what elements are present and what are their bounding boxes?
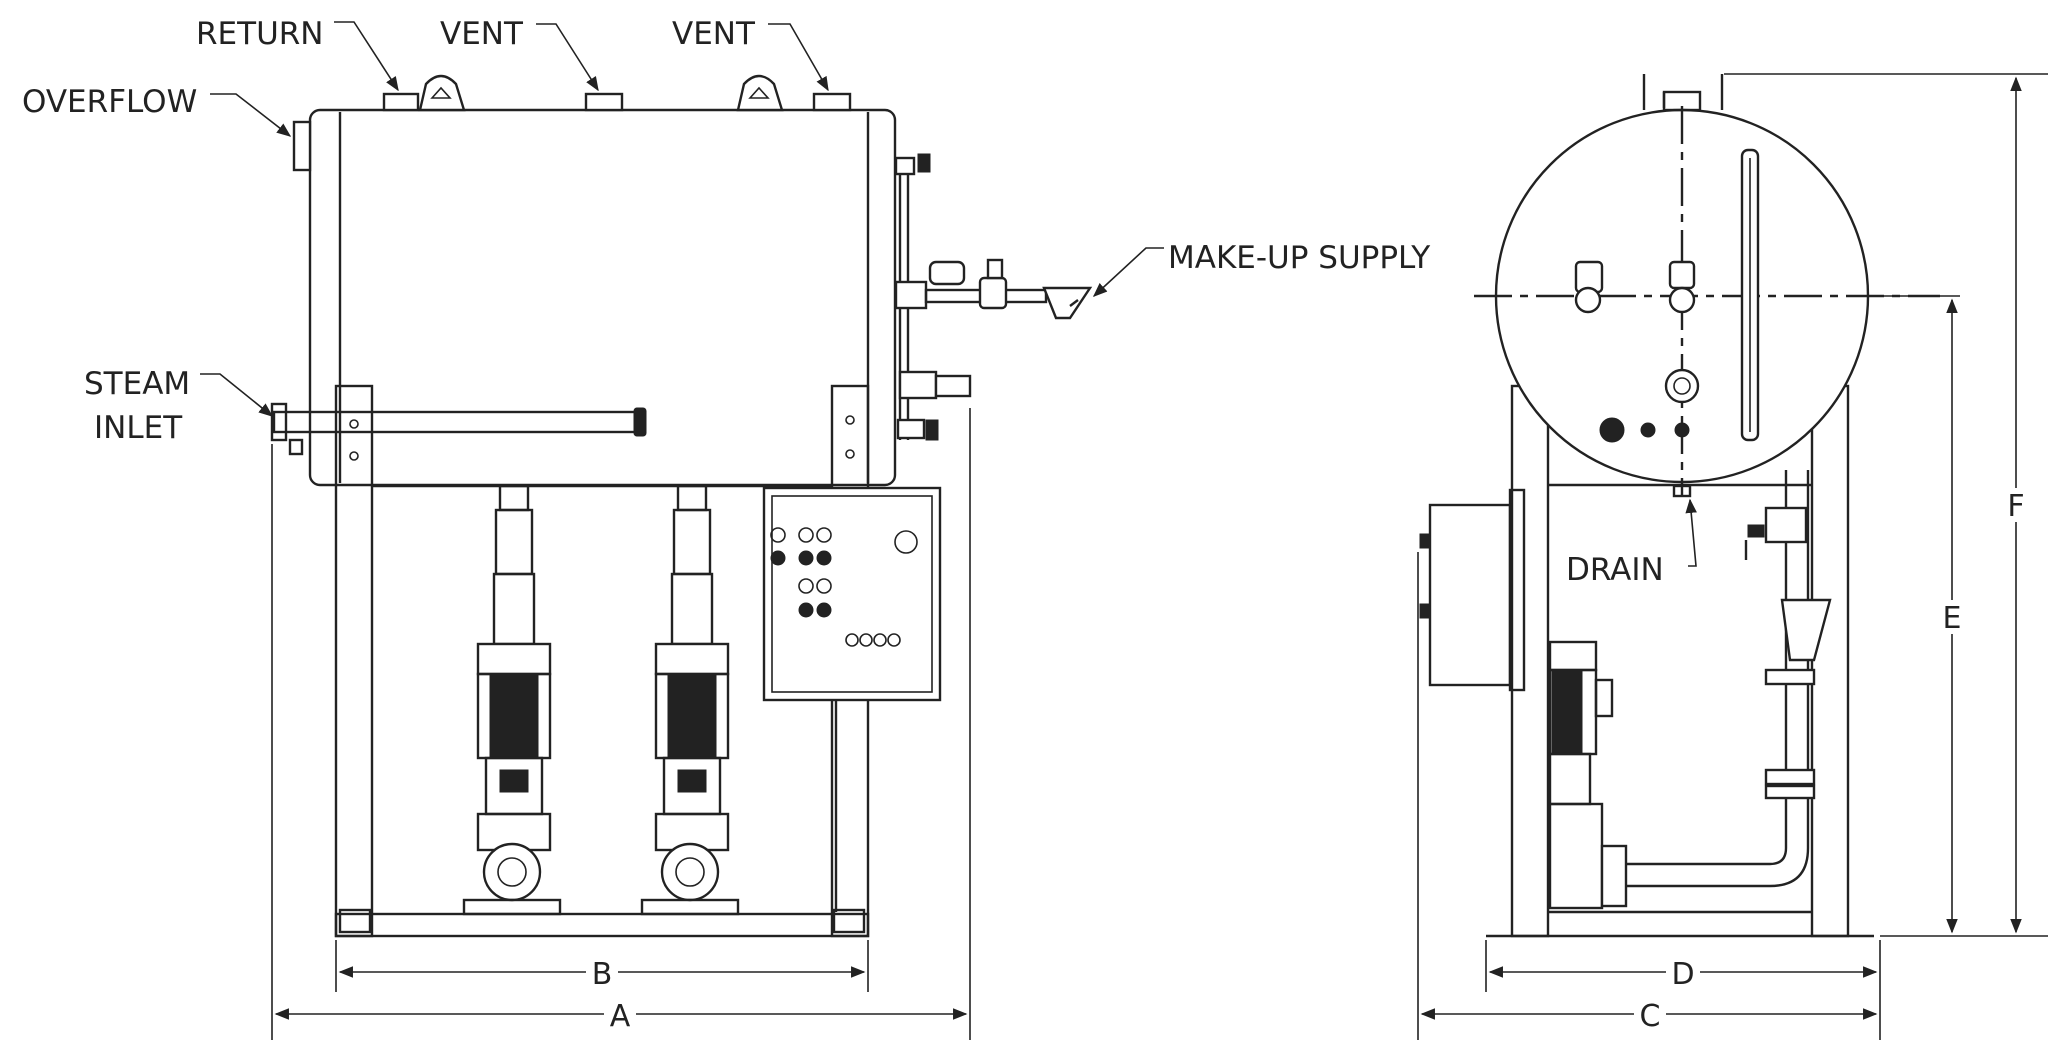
- dimension-b-label: B: [592, 957, 613, 992]
- steam-inlet-label-2: INLET: [94, 410, 183, 446]
- vent-nozzle-1: [584, 92, 624, 112]
- dimension-d-label: D: [1671, 957, 1694, 992]
- vent-label-2: VENT: [672, 16, 756, 52]
- return-label: RETURN: [196, 16, 323, 52]
- dimension-a-label: A: [610, 999, 631, 1034]
- pump-1: [462, 484, 562, 916]
- side-view: DRAIN D C E F: [1417, 73, 2048, 1040]
- return-nozzle: [382, 92, 420, 112]
- drain-label: DRAIN: [1566, 552, 1664, 588]
- makeup-supply-label: MAKE-UP SUPPLY: [1168, 240, 1430, 276]
- dimension-f-label: F: [2007, 489, 2024, 524]
- front-view: B A RETURN VENT VENT OVERFLOW MAKE-UP SU…: [22, 16, 1430, 1040]
- vent-nozzle-2: [812, 92, 852, 112]
- front-tank: [308, 108, 897, 487]
- steam-inlet-pipe: [270, 402, 647, 456]
- steam-inlet-label-1: STEAM: [84, 366, 190, 402]
- overflow-nozzle: [292, 120, 312, 172]
- pump-2: [640, 484, 740, 916]
- side-discharge-piping: [1626, 470, 1832, 888]
- side-frame-leg-left: [1510, 384, 1550, 938]
- makeup-valve-assembly: [894, 153, 1093, 441]
- dimension-e-label: E: [1943, 601, 1962, 636]
- side-frame-leg-right: [1810, 384, 1850, 938]
- side-pump: [1548, 640, 1628, 910]
- frame-base: [334, 912, 870, 938]
- vent-label-1: VENT: [440, 16, 524, 52]
- side-control-panel: [1428, 503, 1512, 687]
- overflow-label: OVERFLOW: [22, 84, 197, 120]
- dimension-c-label: C: [1640, 999, 1661, 1034]
- lifting-lug-2: [736, 74, 784, 112]
- lifting-lug-1: [418, 74, 466, 112]
- control-panel: [762, 486, 942, 912]
